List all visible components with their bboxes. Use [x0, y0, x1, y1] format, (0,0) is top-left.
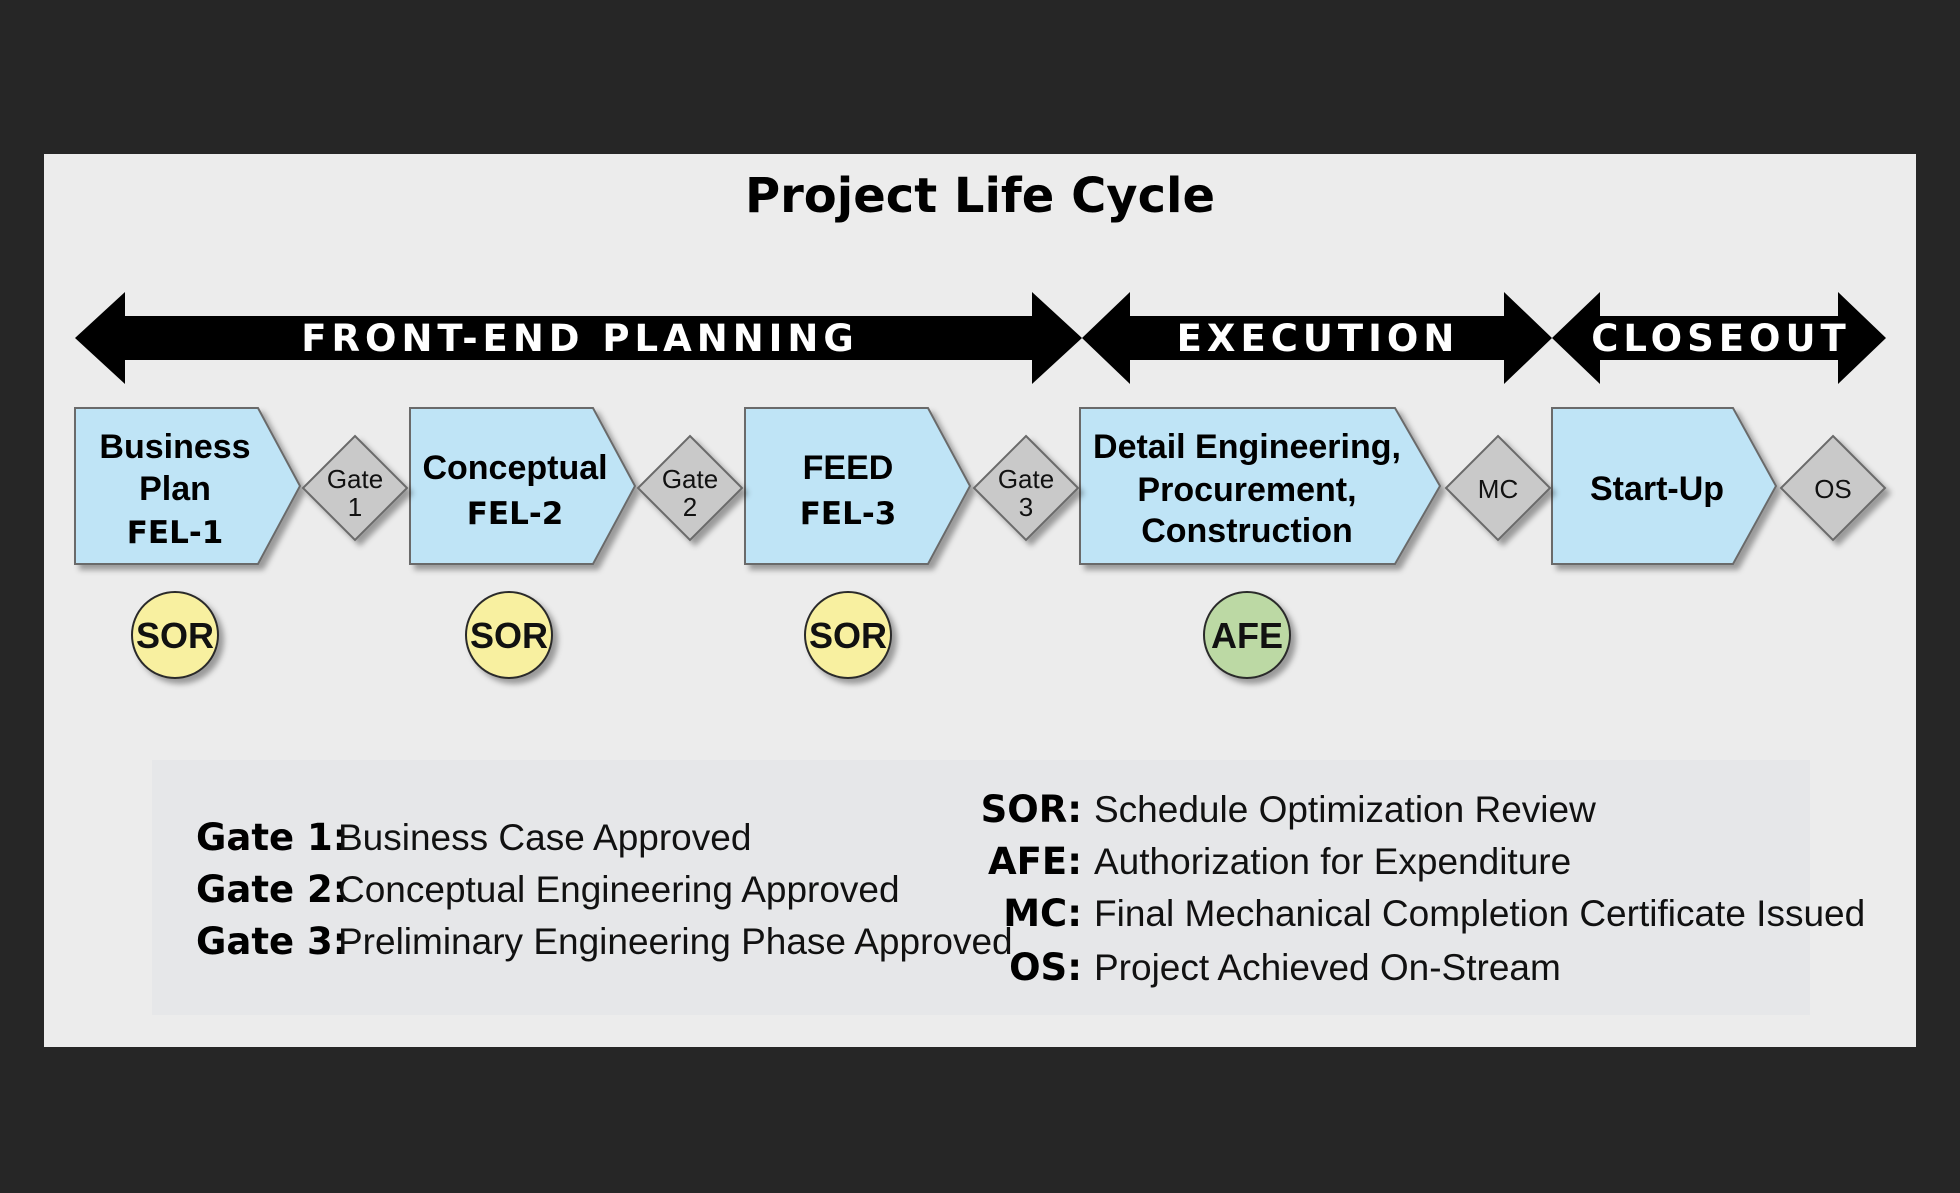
badge-sor-1: SOR — [131, 591, 219, 679]
badge-label: SOR — [470, 615, 548, 656]
legend-value: Authorization for Expenditure — [1094, 841, 1571, 882]
phase-start-up: Start-Up — [1590, 470, 1724, 508]
legend-left: Gate 1: Business Case Approved Gate 2: C… — [196, 816, 1013, 963]
gate-line: Gate — [662, 464, 718, 494]
legend-item-os: OS: Project Achieved On-Stream — [1009, 946, 1561, 989]
legend-value: Final Mechanical Completion Certificate … — [1094, 893, 1865, 934]
phase-line: FEED — [803, 449, 894, 487]
legend-item-afe: AFE: Authorization for Expenditure — [988, 840, 1571, 883]
banner-label: CLOSEOUT — [1591, 317, 1851, 360]
legend-item-gate-3: Gate 3: Preliminary Engineering Phase Ap… — [196, 920, 1013, 963]
banner-execution: EXECUTION — [1082, 292, 1552, 384]
phase-shape-start-up — [1551, 407, 1778, 565]
legend-value: Business Case Approved — [338, 817, 751, 858]
phase-line: Start-Up — [1590, 470, 1724, 508]
legend-value: Project Achieved On-Stream — [1094, 947, 1561, 988]
gate-shape-2 — [636, 434, 744, 542]
gate-shape-os — [1779, 434, 1887, 542]
phase-code: FEL-3 — [800, 496, 897, 532]
gate-line: 1 — [348, 492, 362, 522]
legend-value: Schedule Optimization Review — [1094, 789, 1596, 830]
legend-key: Gate 2: — [196, 868, 348, 911]
legend-key: Gate 1: — [196, 816, 348, 859]
phase-code: FEL-2 — [467, 496, 564, 532]
phase-line: Conceptual — [422, 449, 607, 487]
gate-line: Gate — [998, 464, 1054, 494]
phase-business-plan: Business Plan FEL-1 — [99, 428, 250, 551]
gate-line: Gate — [327, 464, 383, 494]
phase-shape-conceptual — [409, 407, 637, 565]
legend-key: Gate 3: — [196, 920, 348, 963]
legend-right: SOR: Schedule Optimization Review AFE: A… — [981, 788, 1866, 989]
diagram-title: Project Life Cycle — [745, 168, 1215, 224]
phase-line: Business — [99, 428, 250, 466]
legend-key: AFE: — [988, 840, 1082, 883]
gate-shape-3 — [972, 434, 1080, 542]
phase-shape-execution — [1079, 407, 1442, 565]
badge-sor-2: SOR — [465, 591, 553, 679]
gate-mc: MC — [1478, 474, 1518, 504]
legend-value: Conceptual Engineering Approved — [338, 869, 900, 910]
phase-code: FEL-1 — [127, 515, 224, 551]
badge-label: SOR — [136, 615, 214, 656]
badge-label: SOR — [809, 615, 887, 656]
legend-panel — [152, 760, 1810, 1015]
legend-key: SOR: — [981, 788, 1082, 831]
gate-1: Gate 1 — [327, 464, 383, 522]
gate-shape-mc — [1444, 434, 1552, 542]
phase-line: Procurement, — [1137, 471, 1356, 509]
phase-conceptual: Conceptual FEL-2 — [422, 449, 607, 532]
gate-line: MC — [1478, 474, 1518, 504]
badge-label: AFE — [1211, 615, 1283, 656]
banner-label: EXECUTION — [1177, 317, 1460, 360]
badge-afe: AFE — [1203, 591, 1291, 679]
banner-label: FRONT-END PLANNING — [301, 317, 859, 360]
gate-line: 3 — [1019, 492, 1033, 522]
legend-key: MC: — [1003, 892, 1082, 935]
gate-3: Gate 3 — [998, 464, 1054, 522]
gate-os: OS — [1814, 474, 1852, 504]
phase-detail-engineering: Detail Engineering, Procurement, Constru… — [1093, 428, 1401, 550]
gate-line: 2 — [683, 492, 697, 522]
legend-value: Preliminary Engineering Phase Approved — [338, 921, 1013, 962]
phase-shape-business-plan — [74, 407, 302, 565]
phase-line: Construction — [1141, 512, 1353, 550]
legend-item-gate-2: Gate 2: Conceptual Engineering Approved — [196, 868, 900, 911]
gate-shape-1 — [301, 434, 409, 542]
gate-line: OS — [1814, 474, 1852, 504]
legend-item-gate-1: Gate 1: Business Case Approved — [196, 816, 751, 859]
legend-key: OS: — [1009, 946, 1082, 989]
banner-closeout: CLOSEOUT — [1552, 292, 1886, 384]
phase-shape-feed — [744, 407, 972, 565]
gate-2: Gate 2 — [662, 464, 718, 522]
phase-line: Detail Engineering, — [1093, 428, 1401, 466]
banner-front-end-planning: FRONT-END PLANNING — [75, 292, 1082, 384]
legend-item-sor: SOR: Schedule Optimization Review — [981, 788, 1596, 831]
legend-item-mc: MC: Final Mechanical Completion Certific… — [1003, 892, 1865, 935]
badge-sor-3: SOR — [804, 591, 892, 679]
phase-feed: FEED FEL-3 — [800, 449, 897, 532]
phase-line: Plan — [139, 470, 211, 508]
